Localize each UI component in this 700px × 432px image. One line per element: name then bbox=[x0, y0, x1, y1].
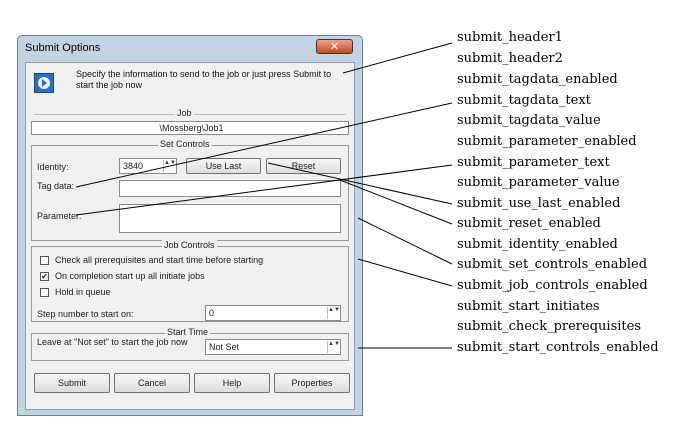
hold-in-queue-checkbox[interactable] bbox=[40, 288, 49, 297]
use-last-button[interactable]: Use Last bbox=[186, 158, 261, 174]
leader-line bbox=[267, 162, 453, 205]
hold-in-queue-label: Hold in queue bbox=[55, 287, 111, 297]
annotation-label: submit_tagdata_enabled bbox=[457, 72, 618, 87]
info-arrow-icon bbox=[34, 73, 54, 93]
tag-data-label: Tag data: bbox=[37, 181, 75, 191]
help-button[interactable]: Help bbox=[194, 373, 270, 393]
parameter-label: Parameter: bbox=[37, 211, 82, 221]
annotation-label: submit_set_controls_enabled bbox=[457, 257, 648, 272]
annotation-label: submit_tagdata_text bbox=[457, 93, 591, 108]
submit-button[interactable]: Submit bbox=[34, 373, 110, 393]
check-prerequisites-label: Check all prerequisites and start time b… bbox=[55, 255, 264, 265]
leader-line bbox=[357, 258, 453, 287]
cancel-button[interactable]: Cancel bbox=[114, 373, 190, 393]
start-initiates-label: On completion start up all initiate jobs bbox=[55, 271, 205, 281]
start-initiates-checkbox[interactable]: ✔ bbox=[40, 272, 49, 281]
spin-arrows-icon[interactable]: ▲▼ bbox=[327, 341, 340, 353]
close-icon[interactable]: ✕ bbox=[316, 39, 353, 54]
leader-line bbox=[75, 102, 453, 188]
annotation-label: submit_header1 bbox=[457, 30, 563, 45]
set-controls-label: Set Controls bbox=[158, 139, 212, 149]
leader-line bbox=[339, 179, 453, 225]
dialog-title: Submit Options bbox=[25, 42, 101, 54]
annotation-label: submit_identity_enabled bbox=[457, 237, 618, 252]
annotation-label: submit_header2 bbox=[457, 51, 563, 66]
leader-line bbox=[357, 217, 453, 265]
identity-label: Identity: bbox=[37, 162, 69, 172]
step-number-label: Step number to start on: bbox=[37, 309, 134, 319]
leader-line bbox=[342, 42, 453, 74]
annotation-label: submit_parameter_text bbox=[457, 155, 610, 170]
annotation-label: submit_parameter_enabled bbox=[457, 134, 637, 149]
annotation-label: submit_start_controls_enabled bbox=[457, 340, 659, 355]
annotation-label: submit_check_prerequisites bbox=[457, 319, 641, 334]
start-time-label: Start Time bbox=[165, 327, 211, 337]
tag-data-input[interactable] bbox=[119, 180, 341, 197]
parameter-input[interactable] bbox=[119, 204, 341, 233]
dialog-client-area: Specify the information to send to the j… bbox=[25, 62, 355, 410]
header-instructions: Specify the information to send to the j… bbox=[76, 69, 332, 90]
job-section-label: Job bbox=[175, 108, 194, 118]
annotation-label: submit_job_controls_enabled bbox=[457, 278, 648, 293]
properties-button[interactable]: Properties bbox=[274, 373, 350, 393]
spin-arrows-icon[interactable]: ▲▼ bbox=[327, 307, 340, 319]
annotation-label: submit_reset_enabled bbox=[457, 216, 601, 231]
identity-value: 3840 bbox=[123, 161, 144, 171]
start-time-value: Not Set bbox=[209, 342, 240, 352]
title-bar[interactable]: Submit Options ✕ bbox=[18, 36, 362, 63]
job-path-field: \Mossberg\Job1 bbox=[31, 121, 349, 135]
start-time-hint: Leave at "Not set" to start the job now bbox=[37, 337, 188, 347]
annotation-label: submit_use_last_enabled bbox=[457, 196, 621, 211]
spin-arrows-icon[interactable]: ▲▼ bbox=[163, 160, 176, 172]
step-number-spinner[interactable]: 0 ▲▼ bbox=[205, 305, 341, 321]
identity-spinner[interactable]: 3840 ▲▼ bbox=[119, 158, 177, 174]
submit-options-dialog: Submit Options ✕ Specify the information… bbox=[17, 35, 363, 416]
step-number-value: 0 bbox=[209, 308, 215, 318]
start-time-spinner[interactable]: Not Set ▲▼ bbox=[205, 339, 341, 355]
annotation-label: submit_tagdata_value bbox=[457, 113, 601, 128]
leader-line bbox=[75, 164, 453, 216]
check-prerequisites-checkbox[interactable] bbox=[40, 256, 49, 265]
reset-button[interactable]: Reset bbox=[266, 158, 341, 174]
job-controls-label: Job Controls bbox=[162, 240, 217, 250]
annotation-label: submit_start_initiates bbox=[457, 299, 600, 314]
annotation-label: submit_parameter_value bbox=[457, 175, 620, 190]
